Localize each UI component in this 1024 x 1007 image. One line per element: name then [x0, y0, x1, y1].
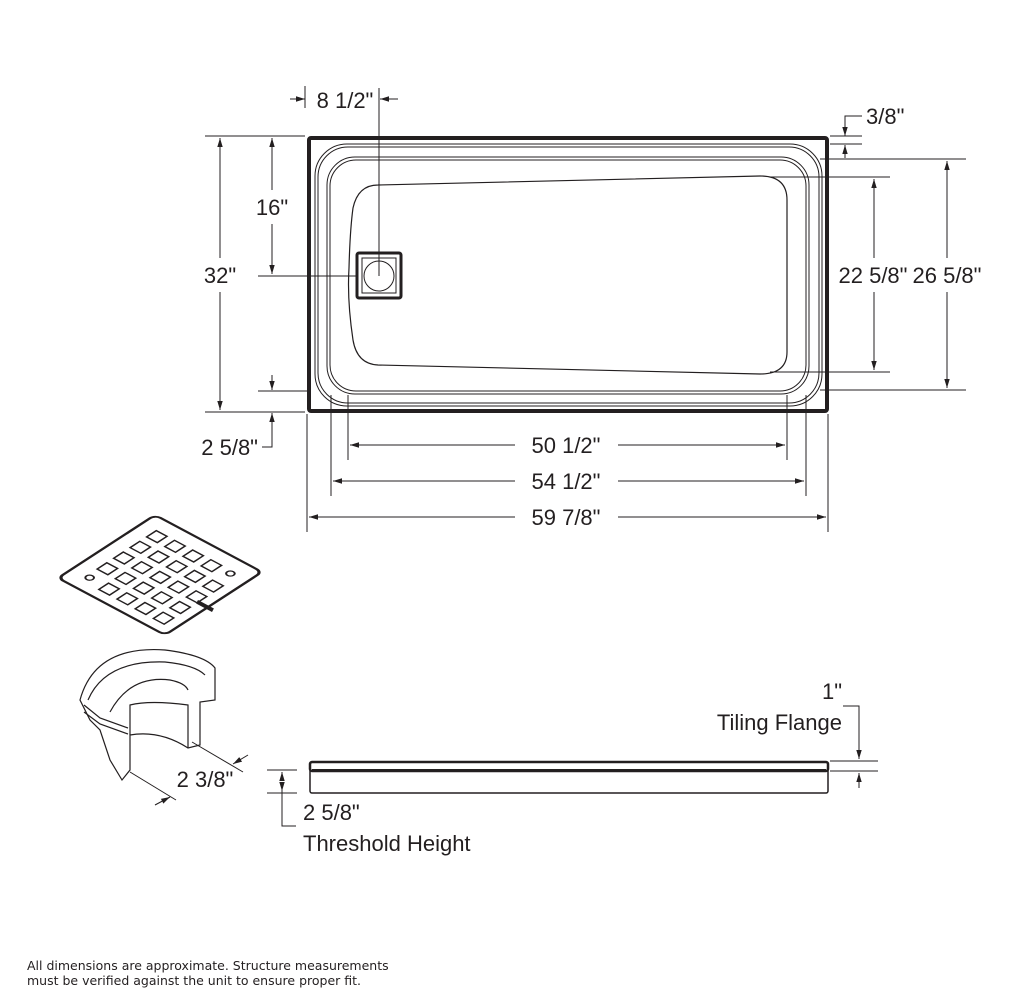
base-side-view [308, 760, 830, 794]
dim-flange-depth: 3/8" [866, 104, 904, 129]
dim-inner-depth: 26 5/8" [913, 263, 982, 288]
dim-floor-depth: 22 5/8" [839, 263, 908, 288]
dim-floor-width: 50 1/2" [532, 433, 601, 458]
drain-grate-illustration [59, 515, 261, 635]
dim-drain-offset-width: 8 1/2" [317, 88, 374, 113]
drain-body-illustration [79, 648, 216, 782]
shower-floor [347, 175, 788, 375]
side-dimensions [267, 705, 878, 827]
dim-inner-width: 54 1/2" [532, 469, 601, 494]
label-threshold-height: Threshold Height [303, 831, 471, 856]
dim-flange-height: 1" [822, 679, 842, 704]
disclaimer-line-2: must be verified against the unit to ens… [27, 973, 362, 988]
disclaimer-line-1: All dimensions are approximate. Structur… [27, 958, 389, 973]
maax-logo [196, 600, 214, 612]
dim-overall-width: 59 7/8" [532, 505, 601, 530]
base-plan-view [307, 136, 829, 413]
dim-overall-depth: 32" [204, 263, 236, 288]
label-tiling-flange: Tiling Flange [717, 710, 842, 735]
disclaimer-note: All dimensions are approximate. Structur… [27, 958, 389, 988]
dim-front-threshold: 2 5/8" [201, 435, 258, 460]
dim-drain-offset-depth: 16" [256, 195, 288, 220]
dim-drain-height: 2 3/8" [177, 767, 234, 792]
dimension-lines [205, 86, 966, 532]
dim-threshold-height: 2 5/8" [303, 800, 360, 825]
